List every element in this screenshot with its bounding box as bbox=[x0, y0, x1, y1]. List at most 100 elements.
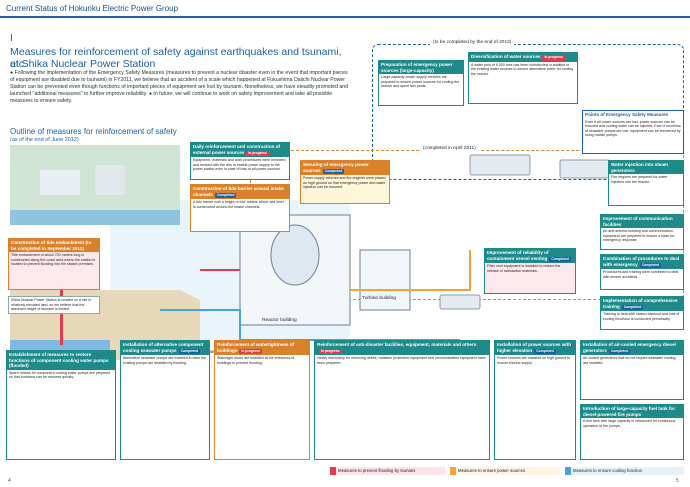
status-badge: Completed bbox=[214, 192, 237, 198]
box-tide-embankment: Construction of tide embankment (to be c… bbox=[8, 238, 100, 290]
box-body: Fire engines are prepared for water inje… bbox=[611, 175, 668, 184]
box-title: Implementation of comprehensive training bbox=[603, 298, 678, 309]
box-body: A tide barrier with a height of four met… bbox=[193, 200, 284, 209]
plant-diagram bbox=[10, 145, 611, 370]
box-title: Establishment of measures to restore fun… bbox=[9, 352, 109, 368]
box-body: Heavy machinery for removing debris, rad… bbox=[317, 356, 486, 365]
box-alt-seawater-pumps: Installation of alternative component co… bbox=[120, 340, 210, 460]
box-procedures: Combination of procedures to deal with e… bbox=[600, 254, 684, 290]
box-title: Improvement of reliability of containmen… bbox=[487, 250, 549, 261]
box-fuel-tank: Introduction of large-capacity fuel tank… bbox=[580, 404, 684, 460]
box-water-injection: Water injection into steam generators Fi… bbox=[608, 160, 684, 206]
box-title: Installation of alternative component co… bbox=[123, 342, 204, 353]
box-title: Construction of tide barrier around inta… bbox=[193, 186, 284, 197]
legend-label: Measures to ensure cooling function bbox=[573, 468, 643, 473]
aerial-sea bbox=[10, 210, 180, 225]
box-body: A water pool of 6,000 tons has been cons… bbox=[471, 62, 574, 76]
box-title: Points of Emergency Safety Measures bbox=[585, 112, 669, 117]
status-badge: Completed bbox=[639, 262, 662, 268]
box-training: Implementation of comprehensive training… bbox=[600, 296, 684, 330]
outline-subtitle: (as of the end of June 2012) bbox=[10, 137, 79, 143]
shika-note: Shika Nuclear Power Station is located o… bbox=[8, 296, 100, 314]
box-body: Alternative seawater pumps are installed… bbox=[123, 356, 207, 365]
status-badge: In progress bbox=[319, 348, 342, 354]
legend-cooling: Measures to ensure cooling function bbox=[565, 467, 684, 475]
box-body: An anti-seismic building and communicati… bbox=[603, 229, 675, 243]
outline-title: Outline of measures for reinforcement of… bbox=[10, 127, 177, 136]
section-numeral: I bbox=[10, 33, 13, 44]
box-body: Equipment, materials and work procedures… bbox=[193, 158, 286, 172]
page-header: Current Status of Hokuriku Electric Powe… bbox=[0, 0, 690, 18]
box-body: Large-capacity power supply vehicles are… bbox=[381, 75, 460, 89]
status-badge: In progress bbox=[239, 348, 262, 354]
page-header-title: Current Status of Hokuriku Electric Powe… bbox=[6, 4, 179, 13]
box-body: Air-cooled generators that do not requir… bbox=[583, 356, 676, 365]
water-truck bbox=[559, 159, 611, 179]
status-badge: Completed bbox=[608, 348, 631, 354]
box-mobile-power: Preparation of emergency power sources (… bbox=[378, 60, 464, 106]
box-title: Installation of air-cooled emergency die… bbox=[583, 342, 676, 353]
box-body: Filter vent equipment is installed to re… bbox=[487, 264, 561, 273]
box-title: Securing of emergency power sources bbox=[303, 162, 369, 173]
box-body: A fuel tank with large capacity is intro… bbox=[583, 419, 676, 428]
box-body: Watertight doors are installed at the en… bbox=[217, 356, 295, 365]
box-title: Improvement of communication facilities bbox=[603, 216, 673, 227]
box-title: Construction of tide embankment (to be c… bbox=[11, 240, 92, 251]
power-truck bbox=[469, 154, 531, 176]
box-body: Tide embankment of about 700 meters long… bbox=[11, 253, 96, 267]
legend-label: Measures to ensure power sources bbox=[458, 468, 526, 473]
box-title: Preparation of emergency power sources (… bbox=[381, 62, 453, 73]
box-venting: Improvement of reliability of containmen… bbox=[484, 248, 576, 294]
status-badge: Completed bbox=[549, 256, 571, 262]
box-title: Daily reinforcement and construction of … bbox=[193, 144, 281, 155]
box-high-power: Installation of power sources with highe… bbox=[494, 340, 576, 460]
box-title: Combination of procedures to deal with e… bbox=[603, 256, 680, 267]
status-badge: Completed bbox=[534, 348, 556, 354]
box-body: Procedures and training were combined to… bbox=[603, 270, 679, 279]
aerial-building bbox=[40, 170, 80, 195]
status-badge: In progress bbox=[542, 55, 565, 61]
box-title: Diversification of water sources bbox=[471, 54, 541, 59]
turbine-building bbox=[359, 249, 411, 311]
box-air-cooled-dg: Installation of air-cooled emergency die… bbox=[580, 340, 684, 400]
reactor-building-label: Reactor building bbox=[262, 318, 297, 323]
box-title: Reinforcement of watertightness of build… bbox=[217, 342, 295, 353]
legend-label: Measures to prevent flooding by tsunami bbox=[338, 468, 416, 473]
box-communication: Improvement of communication facilities … bbox=[600, 214, 684, 250]
box-body: Power sources are installed on high grou… bbox=[497, 356, 571, 365]
legend-power: Measures to ensure power sources bbox=[450, 467, 560, 475]
box-ccw-restore: Establishment of measures to restore fun… bbox=[6, 350, 116, 460]
legend-flooding: Measures to prevent flooding by tsunami bbox=[330, 467, 445, 475]
fire-engine bbox=[439, 294, 481, 310]
section-title-line1: Measures for reinforcement of safety aga… bbox=[10, 46, 342, 70]
box-title: Installation of power sources with highe… bbox=[497, 342, 572, 353]
box-watertightness: Reinforcement of watertightness of build… bbox=[214, 340, 310, 460]
box-body: Spare motors for component cooling water… bbox=[9, 370, 111, 380]
status-badge: Completed bbox=[621, 304, 644, 310]
box-intake-barrier: Construction of tide barrier around inta… bbox=[190, 184, 290, 232]
box-anti-disaster: Reinforcement of anti-disaster facilitie… bbox=[314, 340, 490, 460]
box-title: Reinforcement of anti-disaster facilitie… bbox=[317, 342, 477, 347]
section-intro: ● Following the implementation of the Em… bbox=[10, 70, 348, 104]
page-number-left: 4 bbox=[8, 478, 11, 484]
box-external-power: Daily reinforcement and construction of … bbox=[190, 142, 290, 180]
callout-end-2012: (to be completed by the end of 2012) bbox=[430, 40, 515, 45]
status-badge: Completed bbox=[178, 348, 201, 354]
power-line bbox=[350, 250, 471, 291]
callout-april-2011: (completed in April 2011) bbox=[420, 146, 479, 151]
status-badge: In progress bbox=[246, 150, 269, 156]
section-title-line2: at Shika Nuclear Power Station bbox=[10, 58, 156, 70]
aerial-building bbox=[95, 165, 125, 195]
box-body: Even if all power sources are lost, powe… bbox=[585, 119, 681, 138]
reactor-vessel bbox=[270, 224, 320, 286]
box-title: Introduction of large-capacity fuel tank… bbox=[583, 406, 676, 417]
page-number-right: 5 bbox=[676, 478, 679, 484]
tide-embankment bbox=[60, 285, 63, 345]
box-body: Training to deal with station blackout a… bbox=[603, 312, 680, 321]
box-body: Power supply vehicles and fire engines w… bbox=[303, 176, 386, 190]
status-badge: Completed bbox=[322, 168, 345, 174]
box-title: Water injection into steam generators bbox=[611, 162, 669, 173]
turbine-building-label: Turbine building bbox=[362, 296, 396, 301]
